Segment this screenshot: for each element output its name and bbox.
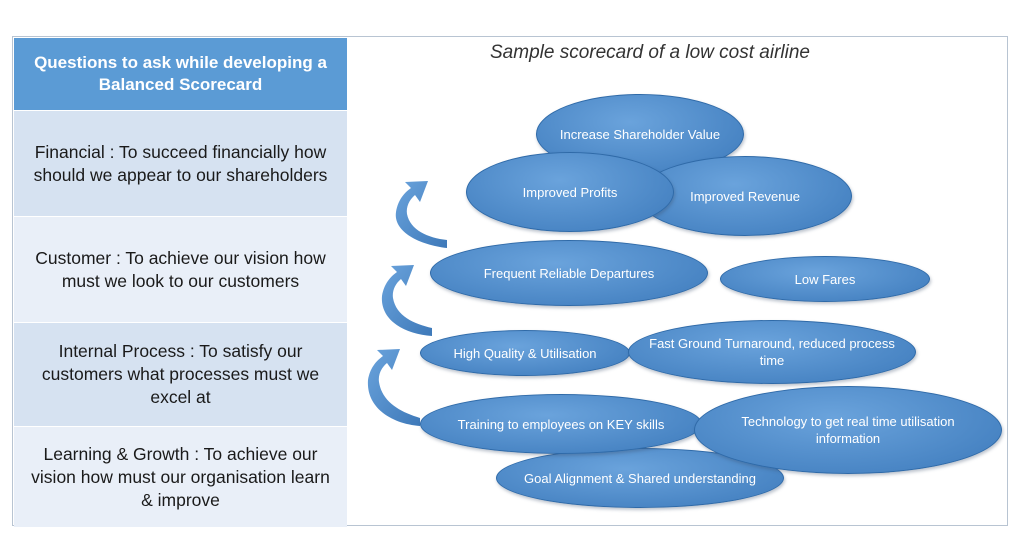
question-customer: Customer : To achieve our vision how mus… <box>14 216 347 322</box>
curved-arrow-1 <box>395 181 447 248</box>
diagram-title: Sample scorecard of a low cost airline <box>490 42 810 63</box>
question-financial: Financial : To succeed financially how s… <box>14 110 347 216</box>
node-training-employees: Training to employees on KEY skills <box>420 394 702 454</box>
curved-arrow-3 <box>367 349 420 426</box>
questions-panel: Questions to ask while developing a Bala… <box>14 38 347 527</box>
node-goal-alignment: Goal Alignment & Shared understanding <box>496 448 784 508</box>
node-frequent-reliable-departures: Frequent Reliable Departures <box>430 240 708 306</box>
node-high-quality-utilisation: High Quality & Utilisation <box>420 330 630 376</box>
node-fast-ground-turnaround: Fast Ground Turnaround, reduced process … <box>628 320 916 384</box>
node-low-fares: Low Fares <box>720 256 930 302</box>
panel-header: Questions to ask while developing a Bala… <box>14 38 347 110</box>
node-improved-profits: Improved Profits <box>466 152 674 232</box>
node-technology-real-time: Technology to get real time utilisation … <box>694 386 1002 474</box>
curved-arrow-2 <box>381 265 432 336</box>
question-internal-process: Internal Process : To satisfy our custom… <box>14 322 347 426</box>
question-learning-growth: Learning & Growth : To achieve our visio… <box>14 426 347 527</box>
node-improved-revenue: Improved Revenue <box>638 156 852 236</box>
